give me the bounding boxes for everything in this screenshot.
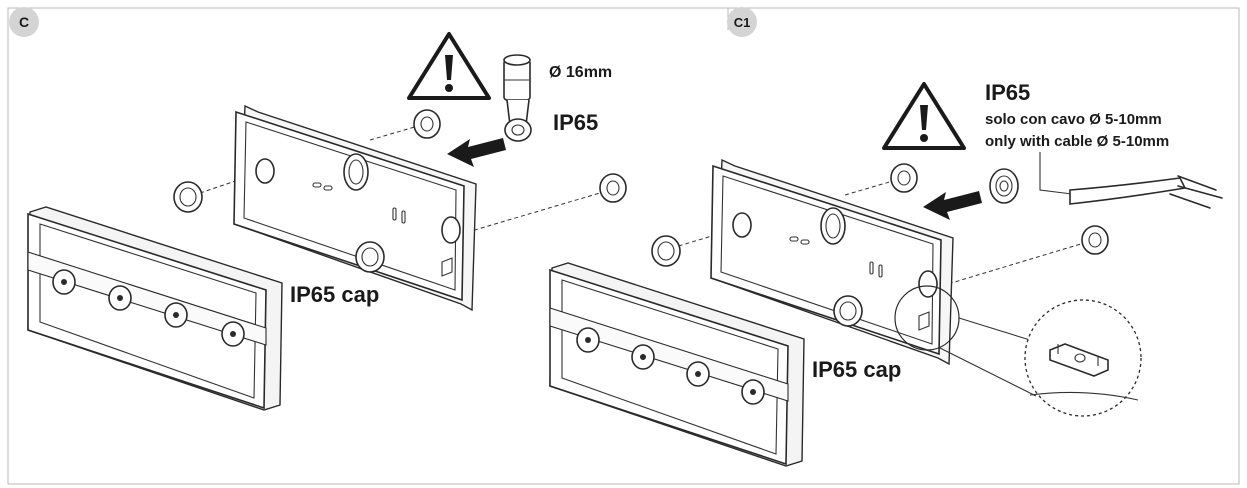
cable-gland (989, 168, 1019, 204)
sleeve-icon (503, 54, 532, 142)
detail-callout (894, 285, 1142, 417)
led-lens (631, 344, 655, 370)
cable-note-italian: solo con cavo Ø 5-10mm (985, 111, 1162, 128)
panel-c1-badge (727, 7, 757, 37)
ip65-cap (651, 235, 681, 267)
push-arrow-icon (923, 191, 982, 220)
ip65-cap-label: IP65 cap (812, 357, 901, 382)
push-arrow-icon (447, 138, 506, 167)
ip65-cap-label: IP65 cap (290, 282, 379, 307)
guide-line (379, 189, 611, 259)
ip65-cap (355, 241, 385, 273)
back-box (233, 104, 477, 312)
grommet (1081, 225, 1109, 255)
grommet (599, 173, 627, 203)
ip65-label: IP65 (553, 110, 598, 135)
led-lens (52, 269, 76, 295)
warning-triangle-icon (407, 32, 491, 100)
ip65-cap (833, 295, 863, 327)
grommet (413, 109, 441, 139)
ip65-cap (173, 181, 203, 213)
led-lens (108, 285, 132, 311)
back-box (710, 158, 954, 366)
cable-note-english: only with cable Ø 5-10mm (985, 133, 1169, 150)
led-lens (686, 361, 710, 387)
led-lens (741, 379, 765, 405)
guide-line (369, 123, 426, 141)
front-cover (549, 262, 805, 467)
led-lens (576, 327, 600, 353)
diagram-frame (7, 7, 1240, 485)
panel-c-badge (9, 7, 39, 37)
ip65-label: IP65 (985, 80, 1030, 105)
panel-c1-badge-label: C1 (734, 15, 751, 30)
warning-triangle-icon (882, 82, 966, 150)
led-lens (164, 302, 188, 328)
diameter-label: Ø 16mm (549, 64, 612, 81)
panel-c1: C1 IP65 solo con cavo Ø 5-10mm only with… (549, 7, 1223, 467)
cable (1039, 152, 1223, 209)
led-lens (221, 321, 245, 347)
grommet (890, 163, 918, 193)
front-cover (27, 206, 283, 411)
panel-c-badge-label: C (19, 14, 29, 30)
panel-c: C Ø 16mm IP65 (9, 7, 627, 411)
